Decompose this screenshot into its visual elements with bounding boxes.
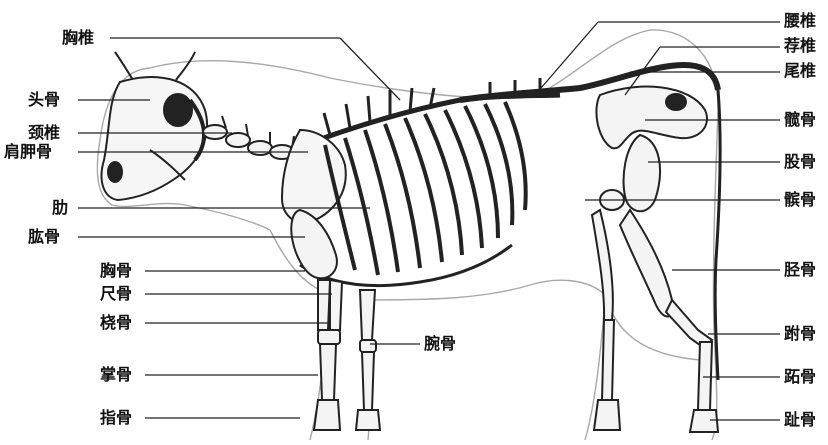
- label-rib: 肋: [52, 199, 68, 217]
- label-patella: 髌骨: [784, 191, 816, 209]
- label-tibia: 胫骨: [784, 261, 816, 279]
- label-cervical-vertebrae: 颈椎: [28, 124, 60, 142]
- label-metacarpal: 掌骨: [100, 366, 132, 384]
- label-humerus: 肱骨: [28, 228, 60, 246]
- label-radius: 桡骨: [100, 314, 132, 332]
- label-scapula: 肩胛骨: [4, 143, 52, 161]
- label-sacral-vertebrae: 荐椎: [784, 37, 816, 55]
- label-phalanx: 指骨: [100, 409, 132, 427]
- label-carpal: 腕骨: [424, 335, 456, 353]
- label-tarsal: 跗骨: [784, 325, 816, 343]
- front-leg: [314, 280, 380, 430]
- label-tail-vertebrae: 尾椎: [784, 62, 816, 80]
- label-thoracic-vertebrae: 胸椎: [62, 29, 94, 47]
- scapula: [282, 130, 346, 223]
- label-toe-bone: 趾骨: [784, 411, 816, 429]
- label-sternum: 胸骨: [100, 262, 132, 280]
- skull-bone: [102, 52, 207, 200]
- humerus: [291, 210, 337, 278]
- label-ulna: 尺骨: [100, 285, 132, 303]
- leader-lines: [78, 22, 780, 420]
- hip-bone: [596, 87, 707, 149]
- label-hip-bone: 髋骨: [784, 111, 816, 129]
- label-metatarsal: 跖骨: [784, 368, 816, 386]
- hind-leg: [592, 135, 718, 432]
- label-lumbar-vertebrae: 腰椎: [784, 12, 816, 30]
- label-femur: 股骨: [784, 153, 816, 171]
- label-skull: 头骨: [28, 91, 60, 109]
